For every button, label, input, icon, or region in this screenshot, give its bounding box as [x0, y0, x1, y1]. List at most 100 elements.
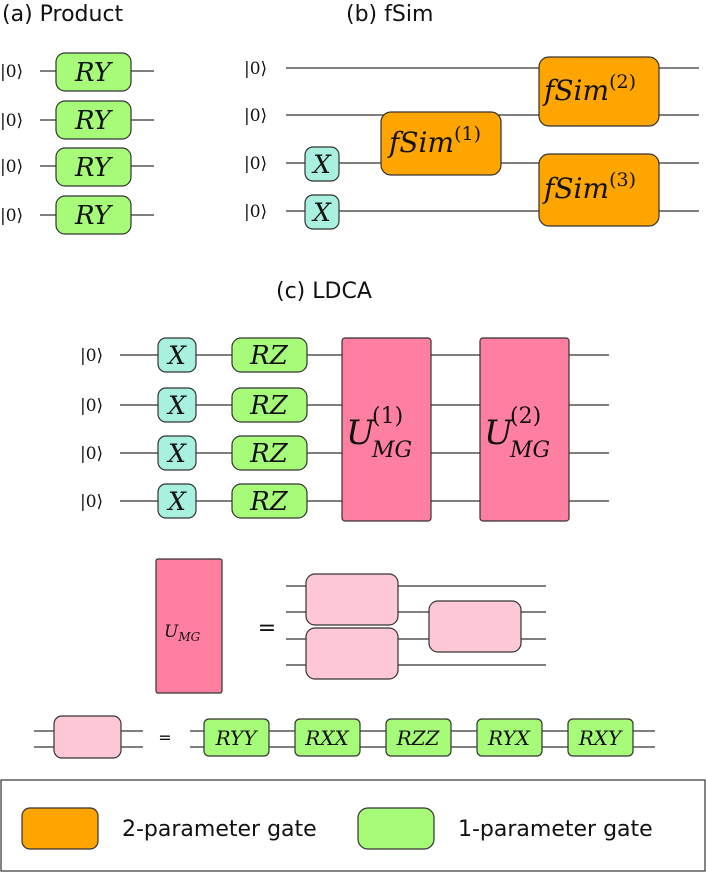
ry-gate-box [55, 195, 132, 235]
x-gate: X [157, 387, 197, 423]
umg-gate-base: U [346, 413, 376, 453]
x-gate-label: X [166, 391, 187, 420]
panel-product: (a) Product |0⟩ |0⟩ |0⟩ |0⟩ RY RY RY RY [0, 2, 154, 235]
ket-zero-label: |0⟩ [80, 346, 103, 366]
legend-two-param-label: 2-parameter gate [122, 817, 317, 842]
legend-one-param-label: 1-parameter gate [458, 817, 653, 842]
panel-fsim: (b) fSim |0⟩ |0⟩ |0⟩ |0⟩ X X fSim(1) fSi… [244, 2, 699, 230]
fsim-gate-label: fSim(1) [387, 123, 481, 159]
x-gate-box [157, 387, 197, 423]
ryy-gate-box [203, 718, 270, 757]
fsim-gate-box [380, 111, 502, 176]
two-qubit-block [428, 600, 522, 653]
umg-gate-superscript: (2) [510, 404, 541, 429]
equals-sign: = [158, 728, 171, 747]
umg-gate-base: U [484, 413, 514, 453]
rz-gate-box [231, 483, 308, 519]
ry-gate: RY [55, 147, 132, 187]
panel-a-wires [40, 70, 154, 216]
rz-gate: RZ [231, 483, 308, 519]
equals-sign: = [258, 616, 276, 641]
fsim-gate-2: fSim(2) [538, 56, 660, 127]
rzz-gate-box [385, 718, 452, 757]
ket-zero-label: |0⟩ [244, 106, 267, 126]
ry-gate-label: RY [74, 153, 114, 183]
panel-b-title: (b) fSim [346, 2, 433, 27]
rz-gate: RZ [231, 435, 308, 471]
x-gate-box [157, 435, 197, 471]
ry-gate-box [55, 147, 132, 187]
x-gate-box [304, 194, 340, 230]
rz-gate-box [231, 387, 308, 423]
fsim-gate-box [538, 153, 660, 227]
ry-gate-label: RY [74, 106, 114, 136]
ket-zero-label: |0⟩ [80, 492, 103, 512]
fsim-gate-label: fSim(3) [542, 169, 636, 205]
rz-gate-label: RZ [249, 341, 289, 371]
legend: 2-parameter gate 1-parameter gate [0, 779, 706, 872]
ry-gate-box [55, 100, 132, 140]
rxy-gate-box [567, 718, 634, 757]
ket-zero-label: |0⟩ [0, 62, 23, 82]
rxx-gate-label: RXX [304, 726, 349, 750]
x-gate: X [304, 146, 340, 182]
x-gate-label: X [166, 487, 187, 516]
x-gate: X [157, 483, 197, 519]
ryx-gate: RYX [476, 718, 543, 757]
ket-zero-label: |0⟩ [0, 111, 23, 131]
legend-two-param-swatch [21, 807, 99, 850]
umg-gate-subscript: MG [509, 438, 550, 463]
ket-zero-label: |0⟩ [0, 206, 23, 226]
umg-gate-subscript: MG [371, 438, 412, 463]
ket-zero-label: |0⟩ [244, 59, 267, 79]
rz-gate: RZ [231, 337, 308, 373]
legend-one-param-swatch [357, 807, 435, 850]
umg-gate-1: U (1) MG [341, 337, 432, 522]
umg-gate-superscript: (1) [372, 404, 403, 429]
rzz-gate-label: RZZ [396, 726, 441, 750]
fsim-gate-3: fSim(3) [538, 153, 660, 227]
rzz-gate: RZZ [385, 718, 452, 757]
two-qubit-block [305, 627, 399, 680]
ket-zero-label: |0⟩ [244, 154, 267, 174]
ket-zero-label: |0⟩ [80, 396, 103, 416]
rxx-gate: RXX [294, 718, 361, 757]
fsim-gate-box [538, 56, 660, 127]
rz-gate-box [231, 435, 308, 471]
ry-gate: RY [55, 52, 132, 92]
rxy-gate: RXY [567, 718, 634, 757]
ry-gate: RY [55, 195, 132, 235]
umg-definition-box [155, 558, 223, 694]
umg-gate-box [479, 337, 570, 522]
ryx-gate-box [476, 718, 543, 757]
panel-a-title: (a) Product [2, 2, 124, 27]
x-gate: X [304, 194, 340, 230]
two-qubit-block [305, 573, 399, 626]
umg-decomposition: UMG = [155, 558, 546, 694]
ry-gate-label: RY [74, 58, 114, 88]
ryy-gate: RYY [203, 718, 270, 757]
rz-gate-box [231, 337, 308, 373]
ry-gate-box [55, 52, 132, 92]
two-qubit-block [53, 715, 122, 759]
x-gate-box [304, 146, 340, 182]
ket-zero-label: |0⟩ [244, 202, 267, 222]
ry-gate: RY [55, 100, 132, 140]
legend-frame [0, 779, 706, 872]
umg-definition-label: UMG [164, 622, 201, 644]
x-gate-label: X [311, 198, 332, 227]
ry-gate-label: RY [74, 201, 114, 231]
x-gate: X [157, 337, 197, 373]
panel-ldca: (c) LDCA |0⟩ |0⟩ |0⟩ |0⟩ X X X X [34, 279, 655, 759]
fsim-gate-1: fSim(1) [380, 111, 502, 176]
x-gate-box [157, 337, 197, 373]
rz-gate-label: RZ [249, 487, 289, 517]
panel-c-title: (c) LDCA [276, 279, 372, 304]
x-gate-label: X [166, 341, 187, 370]
x-gate-label: X [166, 439, 187, 468]
ryx-gate-label: RYX [487, 726, 531, 750]
rxy-gate-label: RXY [578, 726, 623, 750]
umg-gate-2: U (2) MG [479, 337, 570, 522]
rz-gate-label: RZ [249, 439, 289, 469]
